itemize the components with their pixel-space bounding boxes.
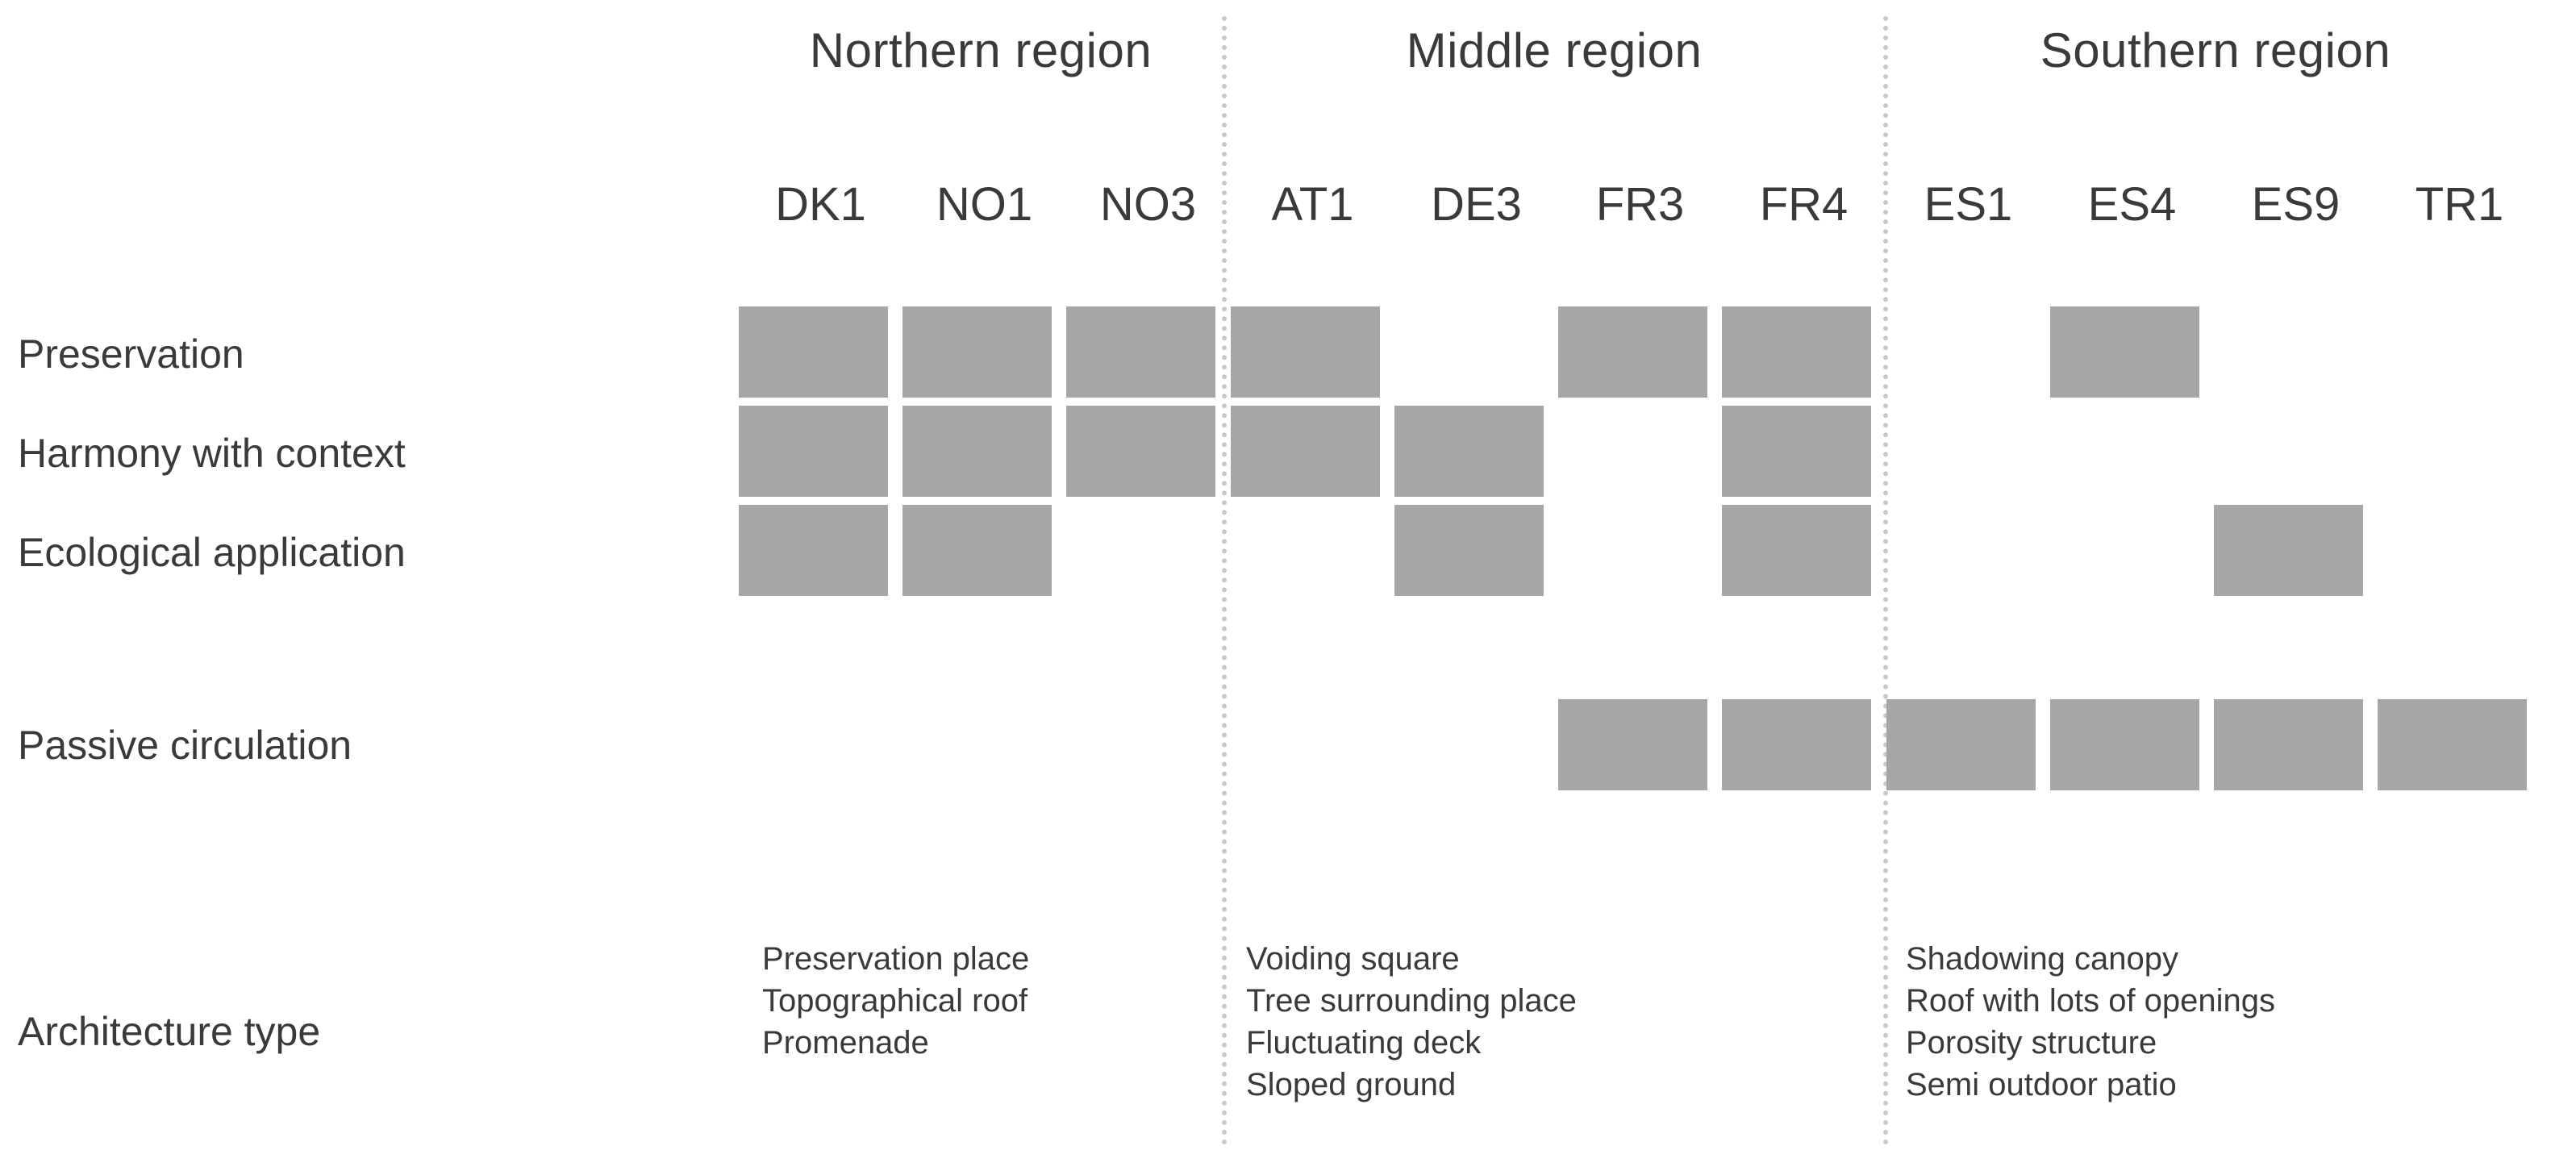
cell-ecological-no1 [902, 505, 1052, 596]
column-header-es9: ES9 [2251, 178, 2340, 231]
row-label-ecological-application: Ecological application [18, 530, 406, 575]
cell-passive-no1 [902, 699, 1052, 790]
architecture-type-item: Roof with lots of openings [1906, 983, 2276, 1019]
cell-passive-es4 [2050, 699, 2199, 790]
cell-ecological-no3 [1066, 505, 1215, 596]
cell-harmony-tr1 [2378, 406, 2527, 497]
column-header-no3: NO3 [1099, 178, 1197, 231]
architecture-type-item: Voiding square [1246, 941, 1460, 977]
cell-ecological-dk1 [739, 505, 888, 596]
column-header-es4: ES4 [2087, 178, 2177, 231]
cell-preservation-es1 [1886, 306, 2036, 398]
cell-preservation-es4 [2050, 306, 2199, 398]
architecture-types-northern: Preservation place Topographical roof Pr… [762, 938, 1029, 1064]
cell-passive-no3 [1066, 699, 1215, 790]
cell-preservation-es9 [2214, 306, 2363, 398]
cell-harmony-no1 [902, 406, 1052, 497]
cell-passive-fr4 [1722, 699, 1871, 790]
cell-preservation-tr1 [2378, 306, 2527, 398]
column-header-no1: NO1 [936, 178, 1033, 231]
architecture-type-item: Tree surrounding place [1246, 983, 1577, 1019]
cell-preservation-fr3 [1558, 306, 1707, 398]
cell-passive-at1 [1231, 699, 1380, 790]
cell-harmony-no3 [1066, 406, 1215, 497]
column-header-dk1: DK1 [775, 178, 866, 231]
architecture-types-southern: Shadowing canopy Roof with lots of openi… [1906, 938, 2275, 1106]
cell-passive-es1 [1886, 699, 2036, 790]
region-divider-middle-south [1883, 16, 1888, 1145]
row-label-preservation: Preservation [18, 331, 244, 377]
cell-harmony-dk1 [739, 406, 888, 497]
column-header-es1: ES1 [1924, 178, 2013, 231]
row-label-passive-circulation: Passive circulation [18, 723, 352, 768]
cell-harmony-es4 [2050, 406, 2199, 497]
cell-preservation-no3 [1066, 306, 1215, 398]
architecture-type-item: Topographical roof [762, 983, 1028, 1019]
cell-preservation-fr4 [1722, 306, 1871, 398]
cell-passive-dk1 [739, 699, 888, 790]
column-header-de3: DE3 [1431, 178, 1522, 231]
cell-harmony-fr3 [1558, 406, 1707, 497]
cell-passive-es9 [2214, 699, 2363, 790]
column-header-fr3: FR3 [1595, 178, 1685, 231]
architecture-type-item: Porosity structure [1906, 1025, 2157, 1061]
region-header-middle: Middle region [1406, 23, 1703, 77]
cell-ecological-fr3 [1558, 505, 1707, 596]
cell-harmony-es1 [1886, 406, 2036, 497]
row-label-harmony-with-context: Harmony with context [18, 431, 406, 476]
cell-harmony-at1 [1231, 406, 1380, 497]
cell-harmony-de3 [1394, 406, 1544, 497]
architecture-type-item: Shadowing canopy [1906, 941, 2179, 977]
cell-preservation-at1 [1231, 306, 1380, 398]
architecture-type-item: Promenade [762, 1025, 929, 1061]
cell-ecological-es4 [2050, 505, 2199, 596]
cell-ecological-de3 [1394, 505, 1544, 596]
cell-preservation-de3 [1394, 306, 1544, 398]
cell-passive-fr3 [1558, 699, 1707, 790]
cell-preservation-no1 [902, 306, 1052, 398]
cell-ecological-es1 [1886, 505, 2036, 596]
architecture-type-item: Fluctuating deck [1246, 1025, 1482, 1061]
region-header-northern: Northern region [809, 23, 1153, 77]
architecture-type-item: Sloped ground [1246, 1067, 1457, 1102]
region-divider-north-middle [1222, 16, 1227, 1145]
architecture-type-item: Semi outdoor patio [1906, 1067, 2177, 1102]
region-header-southern: Southern region [2040, 23, 2391, 77]
cell-harmony-fr4 [1722, 406, 1871, 497]
column-header-tr1: TR1 [2415, 178, 2504, 231]
cell-passive-de3 [1394, 699, 1544, 790]
cell-harmony-es9 [2214, 406, 2363, 497]
cell-ecological-fr4 [1722, 505, 1871, 596]
column-header-fr4: FR4 [1759, 178, 1849, 231]
architecture-types-middle: Voiding square Tree surrounding place Fl… [1246, 938, 1577, 1106]
cell-ecological-es9 [2214, 505, 2363, 596]
row-label-architecture-type: Architecture type [18, 1009, 321, 1054]
cell-passive-tr1 [2378, 699, 2527, 790]
column-header-at1: AT1 [1271, 178, 1354, 231]
cell-ecological-tr1 [2378, 505, 2527, 596]
cell-preservation-dk1 [739, 306, 888, 398]
cell-ecological-at1 [1231, 505, 1380, 596]
architecture-type-item: Preservation place [762, 941, 1030, 977]
